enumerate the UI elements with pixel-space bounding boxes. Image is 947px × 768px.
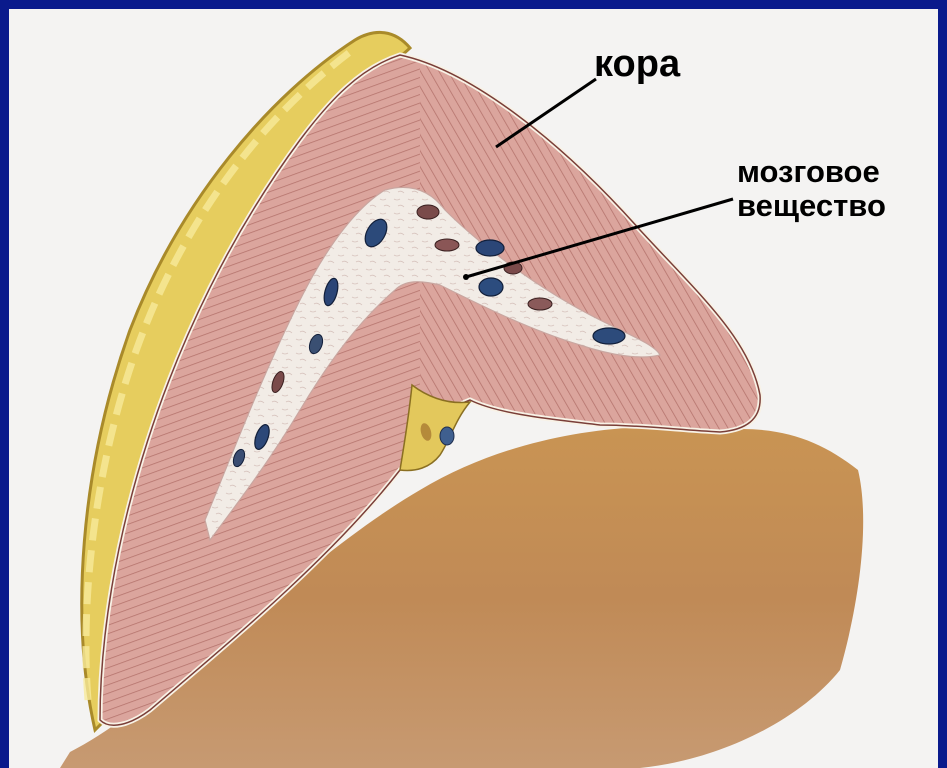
cortex-label: кора [594,44,680,84]
medulla-label-line1: мозговое [737,156,880,188]
medulla-label-line2: вещество [737,190,886,222]
